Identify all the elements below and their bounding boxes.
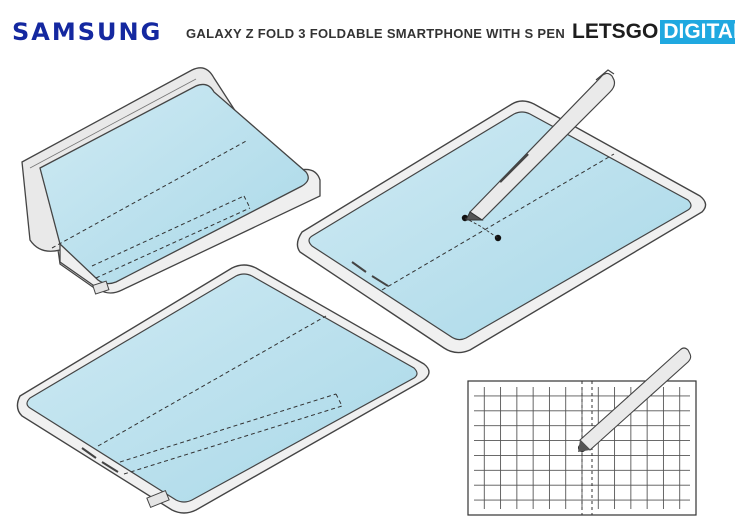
grid-s-pen — [578, 347, 692, 452]
s-pen — [465, 69, 616, 221]
folded-phone-pen-slot — [91, 195, 251, 279]
flat-phone-drawing — [16, 264, 430, 514]
flat-phone-pen-tip — [146, 489, 170, 509]
tablet-fold-line — [381, 153, 615, 291]
flat-phone-fold-line — [97, 315, 327, 447]
flat-phone-pen-slot — [119, 393, 343, 475]
samsung-logo: SAMSUNG — [12, 18, 163, 46]
tablet-with-pen-drawing — [296, 69, 707, 354]
folded-phone-pen-tip — [92, 280, 110, 295]
flat-phone-screen — [26, 273, 418, 503]
grid-detail-figure — [467, 347, 697, 516]
page-title: GALAXY Z FOLD 3 FOLDABLE SMARTPHONE WITH… — [186, 26, 566, 41]
folded-phone-drawing — [21, 67, 321, 295]
folded-phone-fold-line — [51, 139, 249, 249]
letsgodigital-logo: LETSGO DIGITAL — [572, 20, 735, 44]
tablet-screen — [308, 111, 692, 341]
logo-text-digital: DIGITAL — [660, 20, 735, 44]
logo-text-letsgo: LETSGO — [572, 20, 659, 43]
touch-point-2 — [494, 234, 502, 242]
